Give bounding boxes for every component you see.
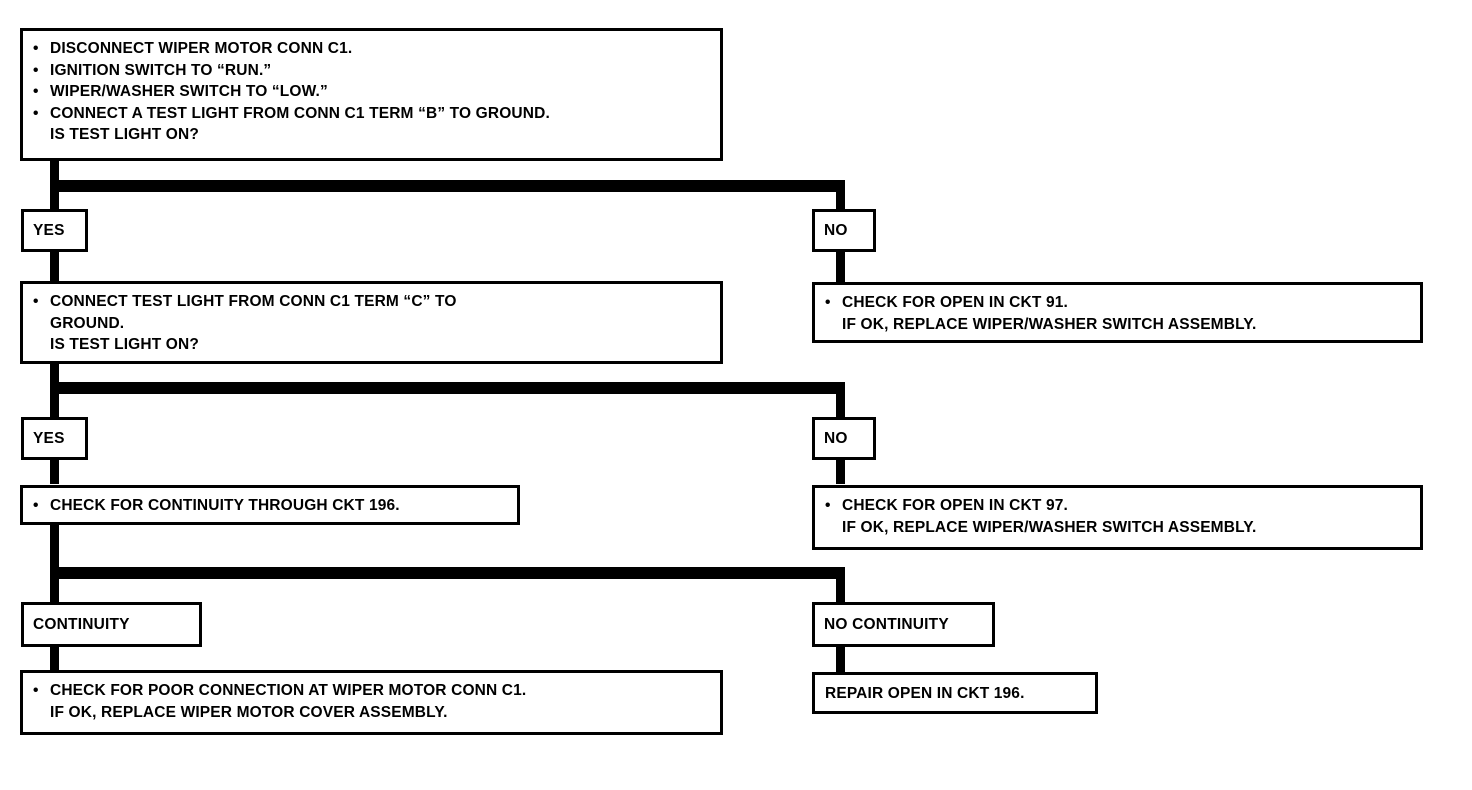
connector-branch-bar-2 [50,382,845,394]
bullet-icon: • [33,104,39,122]
step-box-check-open-ckt-91: • CHECK FOR OPEN IN CKT 91. IF OK, REPLA… [812,282,1423,343]
bullet-icon: • [825,497,831,514]
branch-label-text: NO CONTINUITY [824,615,949,633]
bullet-icon: • [33,40,39,57]
step-box-test-term-c: • CONNECT TEST LIGHT FROM CONN C1 TERM “… [20,281,723,364]
step-line: • WIPER/WASHER SWITCH TO “LOW.” [33,81,710,103]
step-line: • DISCONNECT WIPER MOTOR CONN C1. [33,38,710,60]
step-box-check-poor-connection: • CHECK FOR POOR CONNECTION AT WIPER MOT… [20,670,723,735]
bullet-icon: • [33,61,39,79]
step-line: • CHECK FOR CONTINUITY THROUGH CKT 196. [33,495,507,517]
bullet-icon: • [825,294,831,311]
branch-label-continuity: CONTINUITY [21,602,202,647]
step-line-text: REPAIR OPEN IN CKT 196. [825,684,1025,702]
bullet-icon: • [33,682,39,699]
step-line-text: IF OK, REPLACE WIPER/WASHER SWITCH ASSEM… [842,518,1257,536]
step-line-text: CHECK FOR POOR CONNECTION AT WIPER MOTOR… [50,682,527,699]
step-line-text: DISCONNECT WIPER MOTOR CONN C1. [50,40,353,57]
step-line-text: IF OK, REPLACE WIPER MOTOR COVER ASSEMBL… [50,703,448,721]
step-line-text: CONNECT A TEST LIGHT FROM CONN C1 TERM “… [50,104,550,122]
step-line: • IGNITION SWITCH TO “RUN.” [33,60,710,82]
step-line: IF OK, REPLACE WIPER/WASHER SWITCH ASSEM… [825,314,1410,336]
step-line-text: CONNECT TEST LIGHT FROM CONN C1 TERM “C”… [50,293,457,310]
step-line-text: IS TEST LIGHT ON? [50,336,199,353]
step-line: • CHECK FOR POOR CONNECTION AT WIPER MOT… [33,680,710,702]
branch-label-text: NO [824,221,848,239]
branch-label-text: CONTINUITY [33,615,130,633]
branch-label-no-continuity: NO CONTINUITY [812,602,995,647]
step-box-initial-test: • DISCONNECT WIPER MOTOR CONN C1. • IGNI… [20,28,723,161]
step-line-text: CHECK FOR OPEN IN CKT 91. [842,294,1068,311]
step-line-text: WIPER/WASHER SWITCH TO “LOW.” [50,83,328,100]
step-line-text: IS TEST LIGHT ON? [50,126,199,143]
bullet-icon: • [33,497,39,514]
branch-label-no-1: NO [812,209,876,252]
bullet-icon: • [33,293,39,310]
step-line-text: CHECK FOR OPEN IN CKT 97. [842,497,1068,514]
connector-branch-bar-1 [50,180,845,192]
connector-trunk-3 [50,525,59,573]
step-line-text: GROUND. [50,314,125,332]
branch-label-text: YES [33,221,65,239]
connector-trunk-1 [50,160,59,190]
bullet-icon: • [33,83,39,100]
step-line: IF OK, REPLACE WIPER MOTOR COVER ASSEMBL… [33,702,710,724]
step-box-repair-open-ckt-196: REPAIR OPEN IN CKT 196. [812,672,1098,714]
step-line: • CONNECT A TEST LIGHT FROM CONN C1 TERM… [33,103,710,125]
branch-label-yes-2: YES [21,417,88,460]
step-line: • CHECK FOR OPEN IN CKT 97. [825,495,1410,517]
step-line-text: IGNITION SWITCH TO “RUN.” [50,61,272,79]
step-box-check-continuity-ckt-196: • CHECK FOR CONTINUITY THROUGH CKT 196. [20,485,520,525]
step-line-text: IF OK, REPLACE WIPER/WASHER SWITCH ASSEM… [842,315,1257,333]
step-line: • CONNECT TEST LIGHT FROM CONN C1 TERM “… [33,291,710,313]
branch-label-yes-1: YES [21,209,88,252]
step-line: IS TEST LIGHT ON? [33,124,710,146]
connector-branch-bar-3 [50,567,845,579]
branch-label-text: NO [824,429,848,447]
branch-label-no-2: NO [812,417,876,460]
branch-label-text: YES [33,429,65,447]
step-line: IS TEST LIGHT ON? [33,334,710,356]
step-line: • CHECK FOR OPEN IN CKT 91. [825,292,1410,314]
step-box-check-open-ckt-97: • CHECK FOR OPEN IN CKT 97. IF OK, REPLA… [812,485,1423,550]
connector-trunk-2 [50,363,59,393]
step-line-text: CHECK FOR CONTINUITY THROUGH CKT 196. [50,497,400,514]
step-line: GROUND. [33,313,710,335]
step-line: IF OK, REPLACE WIPER/WASHER SWITCH ASSEM… [825,517,1410,539]
